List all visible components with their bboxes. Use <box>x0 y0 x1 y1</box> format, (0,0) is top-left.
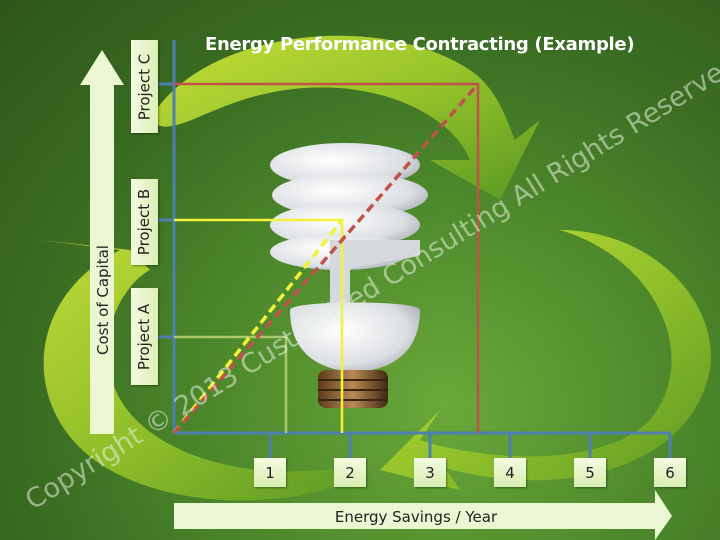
payback-line-project-b <box>172 218 344 435</box>
x-tick-label: 5 <box>574 458 606 487</box>
x-axis-label: Energy Savings / Year <box>334 508 498 526</box>
x-tick-label: 2 <box>334 458 366 487</box>
light-bulb-icon <box>270 143 428 408</box>
y-label-project-c: Project C <box>131 40 158 133</box>
chart-title: Energy Performance Contracting (Example) <box>205 34 635 55</box>
project-box-project-a <box>174 335 288 433</box>
chart-plot <box>158 40 672 458</box>
y-label-project-b: Project B <box>131 179 158 265</box>
x-axis-arrow-icon <box>174 490 672 540</box>
y-label-project-a: Project A <box>131 288 158 385</box>
x-tick-label: 6 <box>654 458 686 487</box>
x-tick-label: 3 <box>414 458 446 487</box>
payback-line-project-c <box>172 82 480 435</box>
recycle-arrow-right <box>380 230 711 490</box>
y-axis-arrow-icon <box>80 50 124 434</box>
y-axis-label: Cost of Capital <box>94 245 112 355</box>
x-tick-label: 4 <box>494 458 526 487</box>
recycle-arrow-top <box>150 35 540 201</box>
recycle-arrow-left <box>40 240 370 501</box>
x-tick-label: 1 <box>254 458 286 487</box>
